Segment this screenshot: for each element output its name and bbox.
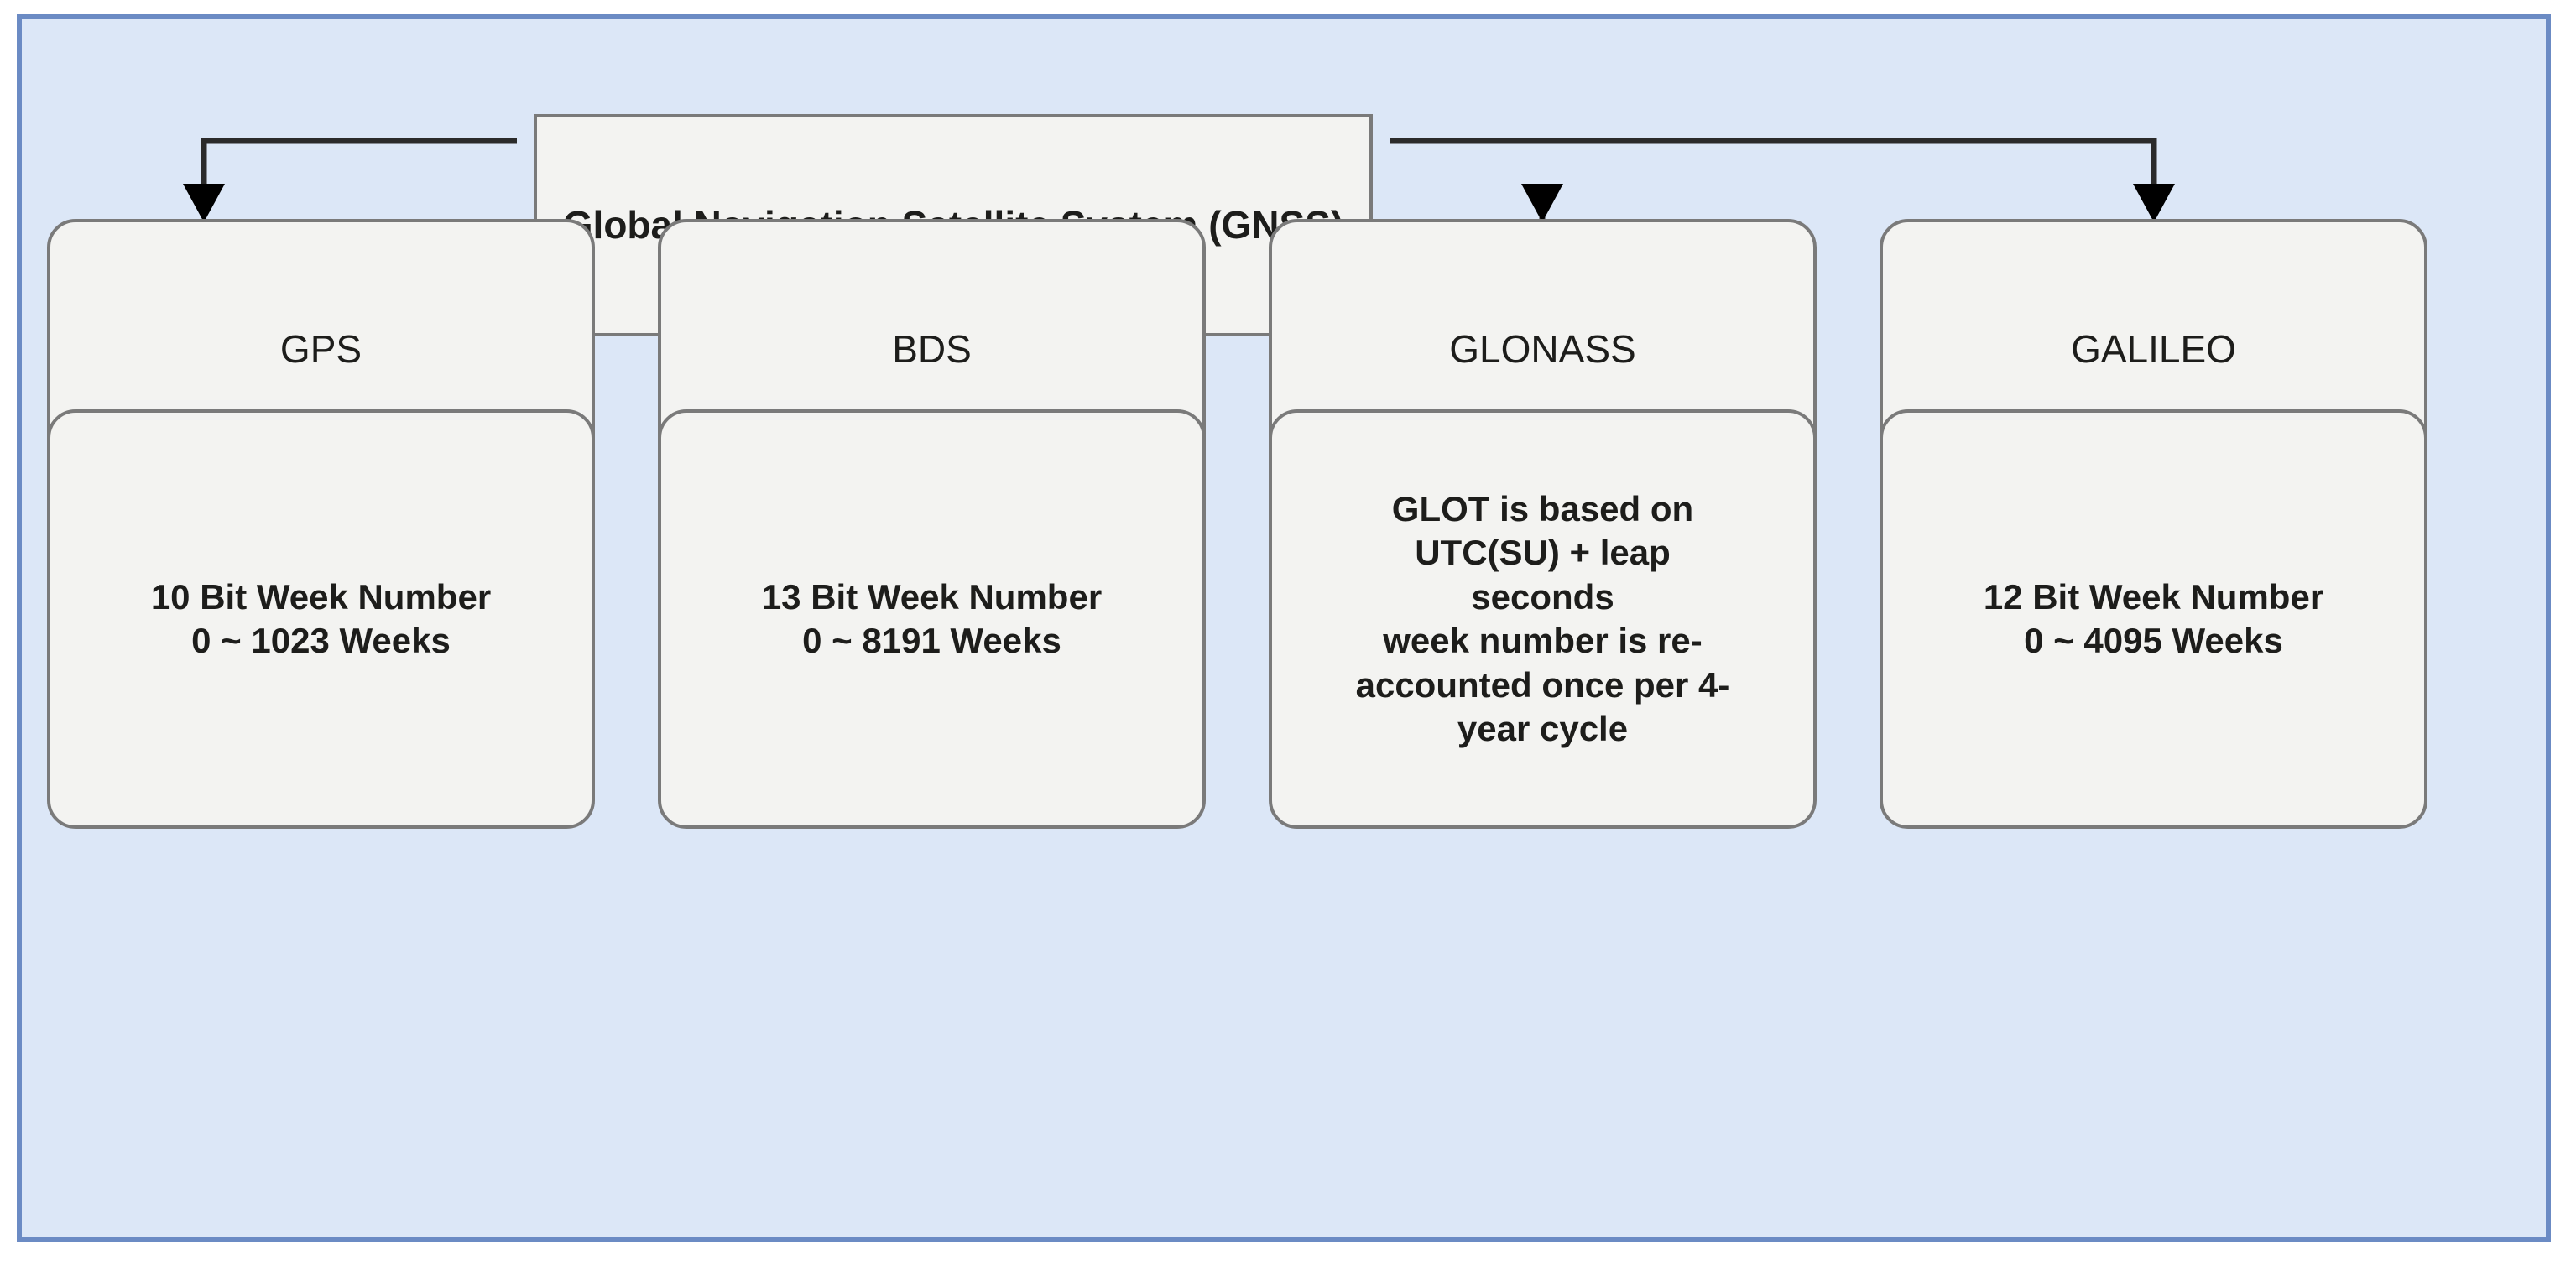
diagram-frame: Global Navigation Satellite System (GNSS… <box>17 14 2551 1242</box>
arrowhead-galileo <box>2133 184 2175 222</box>
arrowhead-gps <box>183 184 225 222</box>
node-detail-bds-label: 13 Bit Week Number 0 ~ 8191 Weeks <box>761 576 1103 661</box>
node-detail-glonass-label: GLOT is based on UTC(SU) + leap seconds … <box>1355 488 1730 749</box>
node-system-galileo-label: GALILEO <box>2071 327 2236 372</box>
node-detail-galileo-label: 12 Bit Week Number 0 ~ 4095 Weeks <box>1983 576 2324 661</box>
connector-root-to-galileo <box>1390 138 2157 195</box>
node-detail-glonass[interactable]: GLOT is based on UTC(SU) + leap seconds … <box>1269 409 1817 829</box>
arrowhead-glonass <box>1521 184 1563 222</box>
node-detail-gps[interactable]: 10 Bit Week Number 0 ~ 1023 Weeks <box>47 409 595 829</box>
node-system-bds-label: BDS <box>892 327 972 372</box>
node-detail-bds[interactable]: 13 Bit Week Number 0 ~ 8191 Weeks <box>658 409 1206 829</box>
node-detail-galileo[interactable]: 12 Bit Week Number 0 ~ 4095 Weeks <box>1880 409 2427 829</box>
node-system-gps-label: GPS <box>279 327 362 372</box>
node-detail-gps-label: 10 Bit Week Number 0 ~ 1023 Weeks <box>150 576 492 661</box>
connector-root-to-gps <box>201 138 517 195</box>
node-system-glonass-label: GLONASS <box>1449 327 1636 372</box>
